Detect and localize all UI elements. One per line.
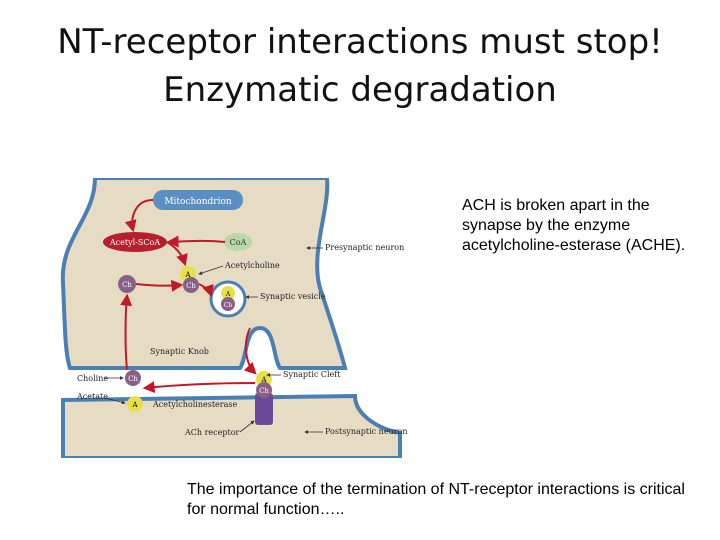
acetyl-scoa-label: Acetyl-SCoA	[109, 238, 160, 247]
receptor-choline-label: Ch	[259, 387, 269, 395]
arrow-choline-reuptake	[120, 293, 133, 371]
acetyl-molecule-label: A	[184, 271, 191, 279]
synapse-illustration: Mitochondrion Acetyl-SCoA CoA Ch A Ch A …	[60, 176, 408, 460]
arrow-to-cleft	[142, 381, 256, 394]
synaptic-knob-label: Synaptic Knob	[150, 347, 209, 356]
slide-title: NT-receptor interactions must stop! Enzy…	[0, 18, 720, 114]
ach-receptor-label: ACh receptor	[184, 428, 240, 437]
receptor-acetyl-label: A	[260, 376, 267, 384]
mitochondrion	[153, 190, 243, 210]
cleft-choline-label: Ch	[128, 375, 138, 383]
receptor-choline	[256, 382, 272, 398]
postsynaptic-neuron-label: Postsynaptic neuron	[325, 427, 408, 436]
acetate-label: Acetate	[76, 392, 108, 401]
acetyl-scoa	[103, 232, 167, 252]
side-description: ACH is broken apart in the synapse by th…	[462, 197, 686, 254]
vesicle-acetyl	[221, 286, 235, 300]
synapse-diagram: Mitochondrion Acetyl-SCoA CoA Ch A Ch A …	[55, 176, 420, 460]
postsynaptic-neuron	[61, 393, 402, 460]
vesicle-choline-label: Ch	[224, 302, 233, 309]
title-line-1: NT-receptor interactions must stop!	[57, 22, 663, 62]
presynaptic-neuron-label: Presynaptic neuron	[325, 243, 404, 252]
arrow-ch-to-ach	[135, 279, 184, 292]
choline-molecule-top-label: Ch	[122, 281, 132, 289]
vesicle-choline	[221, 297, 235, 311]
ach-receptor	[255, 393, 273, 425]
coa-label: CoA	[230, 238, 247, 247]
synaptic-cleft-label: Synaptic Cleft	[283, 370, 341, 379]
vesicle-acetyl-label: A	[225, 291, 231, 298]
acetate-pointer	[104, 397, 126, 405]
cleft-choline	[125, 370, 141, 386]
arrow-ach-to-vesicle	[198, 283, 214, 298]
arrow-coa-recycle	[166, 235, 226, 248]
acetylcholine-pointer	[198, 265, 224, 275]
choline-molecule-label: Ch	[186, 282, 196, 290]
choline-label: Choline	[77, 374, 108, 383]
title-line-2: Enzymatic degradation	[163, 70, 557, 110]
choline-molecule-top	[118, 275, 136, 293]
coa	[224, 233, 252, 251]
arrow-mito-to-acetylscoa	[124, 199, 154, 233]
synaptic-vesicle-label: Synaptic vesicle	[260, 292, 326, 301]
acetylcholine-label: Acetylcholine	[224, 261, 280, 270]
acetylcholinesterase-label: Acetylcholinesterase	[152, 400, 237, 409]
bottom-note: The importance of the termination of NT-…	[187, 481, 685, 518]
arrow-release	[243, 327, 257, 375]
choline-molecule	[183, 277, 199, 293]
mitochondrion-label: Mitochondrion	[164, 197, 232, 207]
cleft-acetate-label: A	[131, 401, 138, 409]
cleft-acetate	[127, 396, 143, 412]
receptor-pointer	[239, 420, 255, 433]
